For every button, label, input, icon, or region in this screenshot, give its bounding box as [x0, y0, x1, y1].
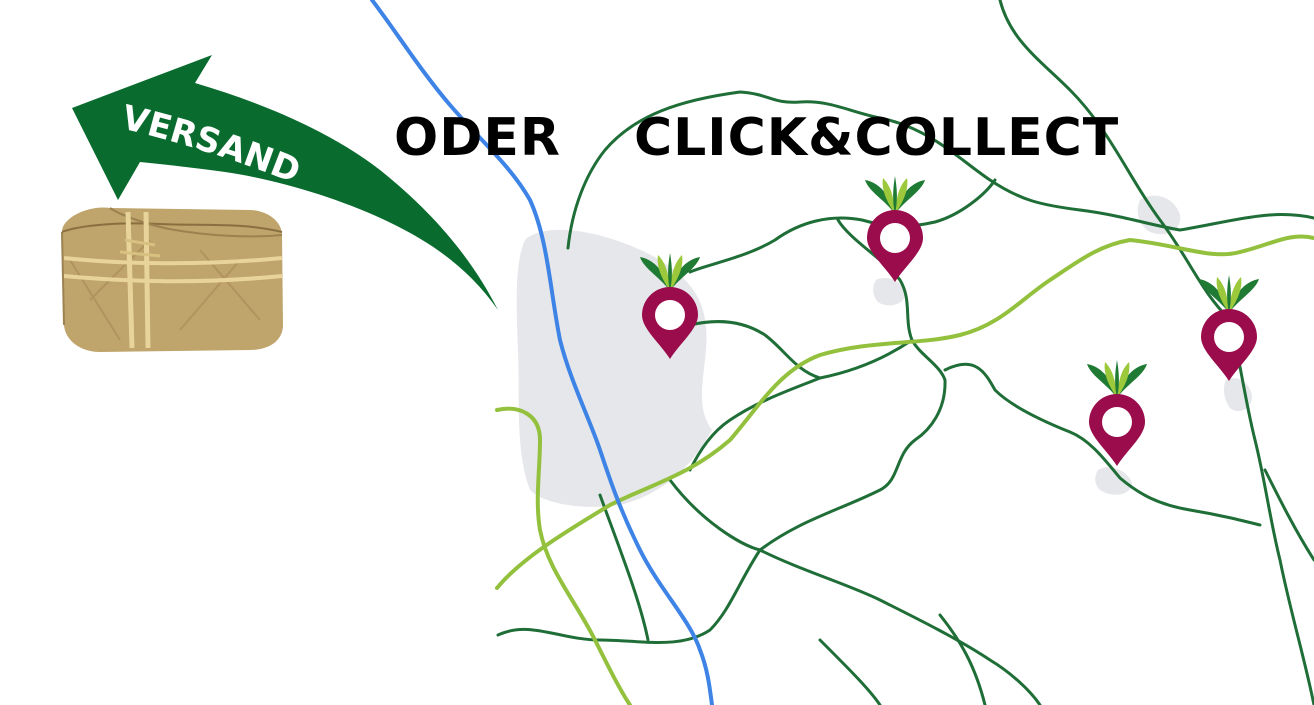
- town-area: [1095, 467, 1132, 495]
- beet-location-pin-icon[interactable]: [1199, 275, 1259, 381]
- beet-location-pin-icon[interactable]: [865, 176, 925, 282]
- river: [370, 0, 714, 705]
- major-road-network: [495, 234, 1314, 705]
- heading-click-collect[interactable]: CLICK&COLLECT: [634, 108, 1120, 168]
- heading-oder: ODER: [394, 108, 561, 168]
- package-icon: [61, 207, 283, 352]
- curved-arrow-icon: [72, 55, 498, 310]
- road-network: [496, 0, 1314, 705]
- town-area: [873, 277, 905, 306]
